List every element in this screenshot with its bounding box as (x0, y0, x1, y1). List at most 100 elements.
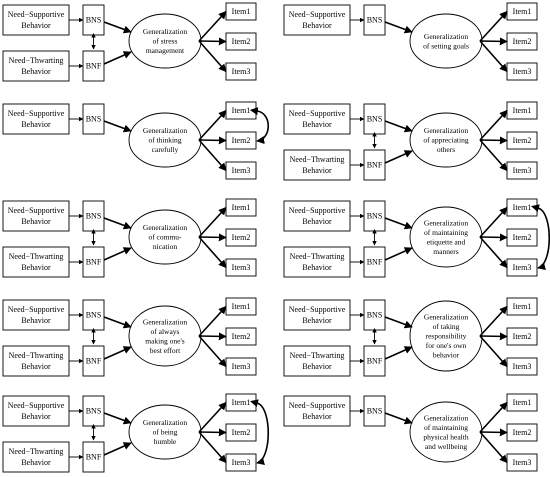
construct-label: Generalization (143, 27, 187, 36)
item-label: Item3 (513, 67, 532, 76)
need-thwarting-label: Behavior (21, 362, 51, 371)
construct-to-item-arrow (479, 431, 508, 464)
construct-to-item-arrow (198, 37, 227, 46)
bns-to-construct-arrow (384, 217, 413, 230)
item-label: Item2 (513, 233, 532, 242)
bns-label: BNS (86, 16, 102, 25)
need-thwarting-label: Need−Thwarting (9, 252, 64, 261)
item-label: Item2 (513, 37, 532, 46)
construct-label: and wellbeing (425, 442, 468, 451)
item-label: Item2 (513, 332, 532, 341)
construct-label: of thinking (148, 136, 181, 145)
panel-appreciating-others: Need−SupportiveBehaviorBNSGeneralization… (283, 101, 538, 181)
panel-stress-management: Need−SupportiveBehaviorBNSGeneralization… (2, 2, 257, 82)
need-supportive-label: Need−Supportive (289, 206, 346, 215)
construct-label: carefully (152, 145, 179, 154)
construct-label: behavior (433, 351, 460, 360)
construct-to-item-arrow (198, 332, 227, 341)
need-thwarting-label: Behavior (302, 263, 332, 272)
bnf-label: BNF (86, 258, 102, 267)
bns-to-construct-arrow (384, 120, 413, 133)
construct-to-item-arrow (479, 206, 508, 238)
need-supportive-label: Behavior (302, 412, 332, 421)
bnf-to-construct-arrow (384, 150, 413, 164)
item-label: Item3 (232, 166, 251, 175)
construct-to-item-arrow (479, 236, 508, 269)
need-supportive-box (2, 299, 70, 331)
need-thwarting-box (2, 50, 70, 82)
bnf-to-construct-arrow (103, 442, 132, 456)
construct-label: of always (151, 327, 180, 336)
construct-label: etiquette and (427, 237, 466, 246)
need-supportive-label: Behavior (302, 217, 332, 226)
item-label: Item1 (513, 7, 532, 16)
construct-to-item-arrow (479, 305, 508, 337)
bnf-label: BNF (367, 357, 383, 366)
bns-label: BNS (367, 407, 383, 416)
bns-label: BNS (367, 115, 383, 124)
construct-label: of commu- (148, 233, 182, 242)
panel-setting-goals: Need−SupportiveBehaviorBNSGeneralization… (283, 2, 538, 81)
panel-communication: Need−SupportiveBehaviorBNSGeneralization… (2, 198, 257, 278)
construct-label: best effort (150, 346, 181, 355)
need-supportive-label: Need−Supportive (8, 305, 65, 314)
need-supportive-box (283, 299, 351, 331)
construct-label: Generalization (424, 413, 468, 422)
bns-label: BNS (367, 311, 383, 320)
bns-label: BNS (86, 115, 102, 124)
construct-label: of stress (153, 37, 178, 46)
item-covariance-arc (531, 204, 550, 270)
construct-to-item-arrow (479, 37, 508, 46)
need-thwarting-label: Need−Thwarting (9, 56, 64, 65)
item-label: Item3 (232, 67, 251, 76)
need-thwarting-label: Need−Thwarting (290, 252, 345, 261)
construct-to-item-arrow (198, 428, 227, 437)
need-thwarting-label: Behavior (21, 67, 51, 76)
bns-to-construct-arrow (384, 412, 413, 425)
item-covariance-arc (249, 107, 270, 145)
need-supportive-label: Behavior (21, 316, 51, 325)
item-label: Item1 (232, 7, 251, 16)
construct-label: Generalization (424, 218, 468, 227)
bns-to-construct-arrow (103, 316, 132, 329)
construct-label: responsibility (426, 332, 467, 341)
construct-to-item-arrow (198, 10, 227, 42)
item-label: Item3 (232, 362, 251, 371)
bns-to-construct-arrow (103, 120, 132, 133)
item-covariance-arc (250, 399, 270, 465)
item-label: Item1 (232, 398, 251, 407)
construct-label: Generalization (424, 313, 468, 322)
bnf-to-construct-arrow (103, 51, 132, 65)
bnf-to-construct-arrow (384, 346, 413, 360)
item-label: Item1 (513, 302, 532, 311)
construct-label: Generalization (424, 32, 468, 41)
need-supportive-label: Need−Supportive (289, 305, 346, 314)
construct-label: Generalization (143, 126, 187, 135)
bns-label: BNS (86, 407, 102, 416)
bns-to-construct-arrow (103, 217, 132, 230)
construct-to-item-arrow (198, 335, 227, 368)
item-label: Item1 (232, 106, 251, 115)
need-supportive-label: Behavior (21, 217, 51, 226)
need-thwarting-label: Behavior (21, 263, 51, 272)
construct-to-item-arrow (479, 40, 508, 73)
need-thwarting-box (2, 246, 70, 278)
need-supportive-label: Need−Supportive (289, 401, 346, 410)
construct-label: Generalization (143, 317, 187, 326)
construct-to-item-arrow (198, 139, 227, 172)
construct-label: for one's own (426, 341, 467, 350)
construct-label: of appreciating (423, 136, 468, 145)
need-supportive-label: Behavior (21, 120, 51, 129)
construct-to-item-arrow (479, 109, 508, 141)
construct-to-item-arrow (198, 109, 227, 141)
bnf-to-construct-arrow (103, 247, 132, 261)
construct-to-item-arrow (479, 401, 508, 433)
item-label: Item3 (513, 263, 532, 272)
need-supportive-box (283, 200, 351, 232)
panel-maintaining-etiquette: Need−SupportiveBehaviorBNSGeneralization… (283, 198, 550, 278)
need-supportive-box (2, 103, 70, 135)
panel-making-best-effort: Need−SupportiveBehaviorBNSGeneralization… (2, 297, 257, 377)
